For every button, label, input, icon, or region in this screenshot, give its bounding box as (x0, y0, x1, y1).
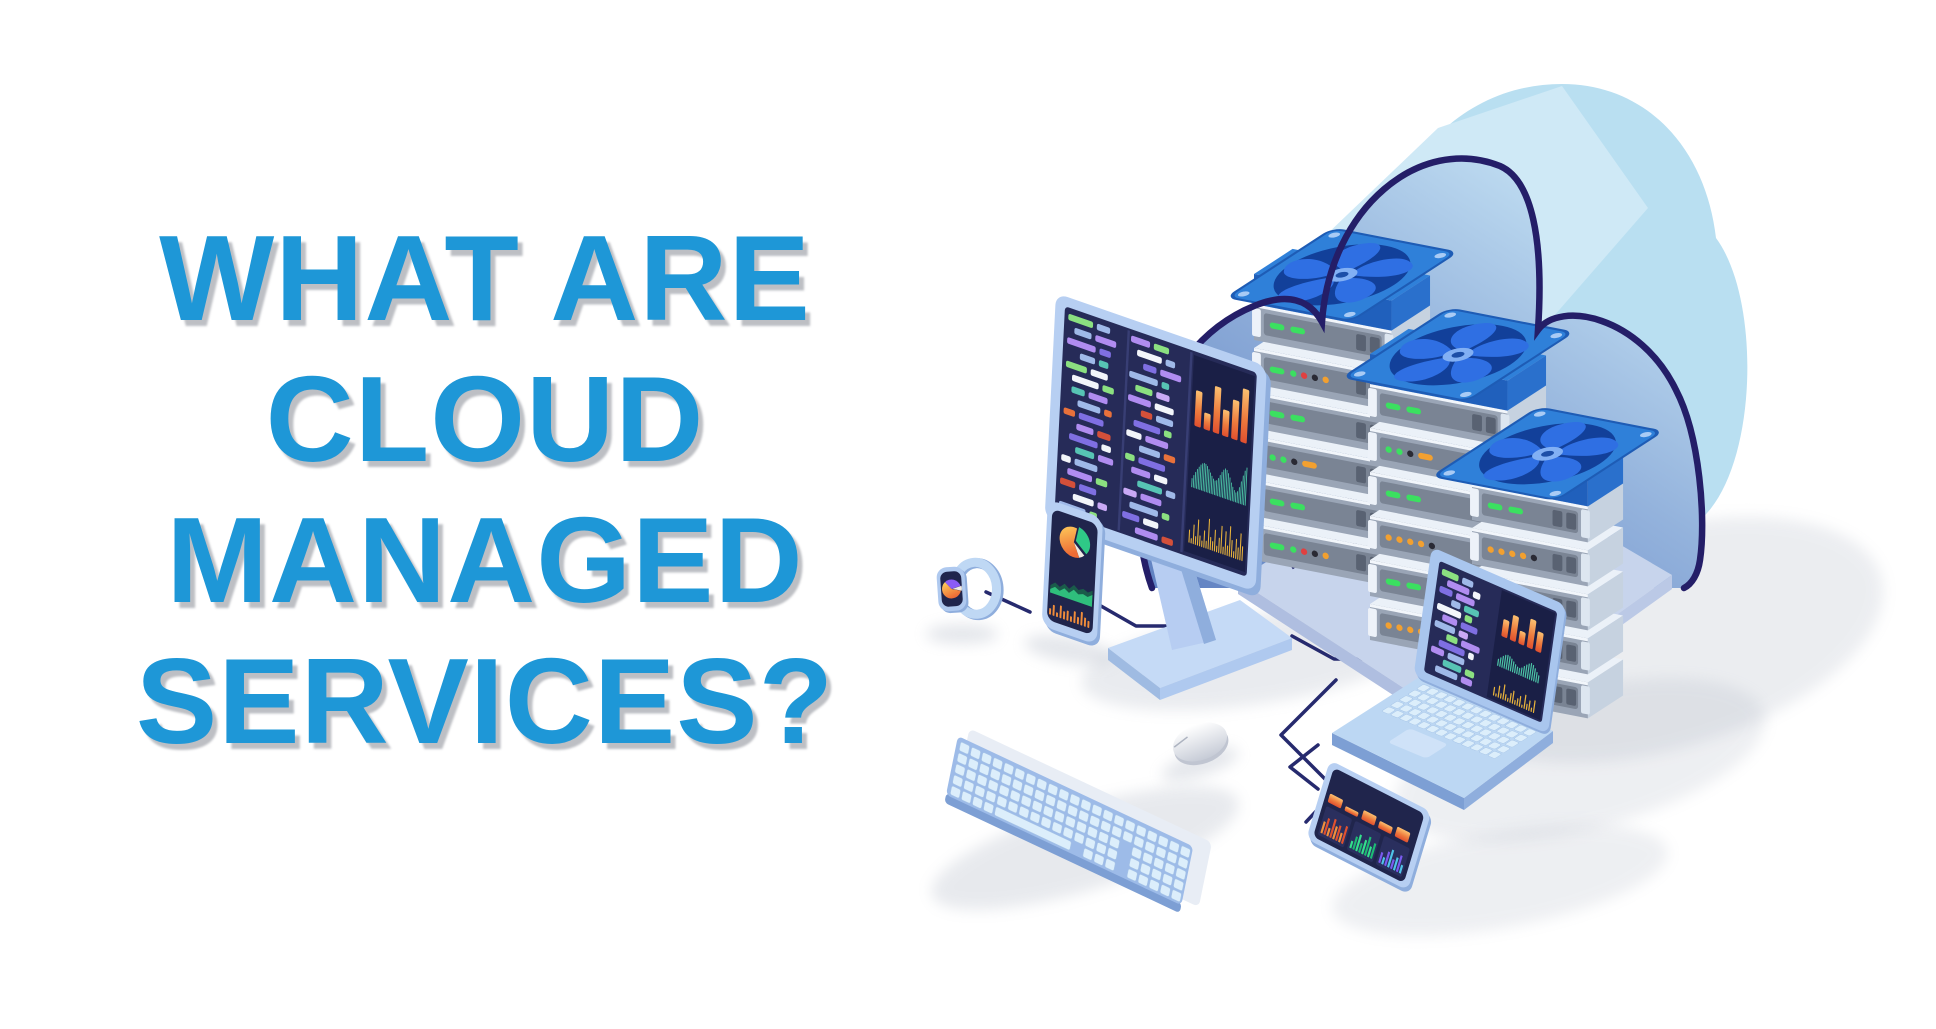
title-line: WHAT ARE (159, 210, 811, 346)
monitor-code-pane (1058, 314, 1182, 546)
mouse (1172, 722, 1229, 766)
tablet-panel-chart (1349, 834, 1377, 859)
smartphone (1042, 502, 1106, 646)
tablet-panel-chart (1378, 849, 1404, 874)
smartwatch (936, 557, 1004, 621)
title-line: CLOUD (265, 351, 705, 487)
title-line: SERVICES? (135, 633, 835, 769)
title-line: MANAGED (166, 492, 804, 628)
server-tower (1436, 408, 1659, 719)
page-title: WHAT ARE CLOUD MANAGED SERVICES? (60, 208, 910, 772)
tablet-top-bars (1327, 793, 1411, 843)
laptop (1332, 549, 1567, 810)
cloud-outline (1136, 155, 1706, 592)
keyboard (945, 730, 1211, 912)
tablet (1308, 763, 1432, 892)
tablet-panel-chart (1320, 818, 1349, 845)
laptop-charts-pane (1492, 615, 1544, 714)
laptop-code-pane (1430, 568, 1481, 687)
monitor-charts-pane (1188, 386, 1250, 562)
desktop-monitor (1045, 296, 1292, 700)
